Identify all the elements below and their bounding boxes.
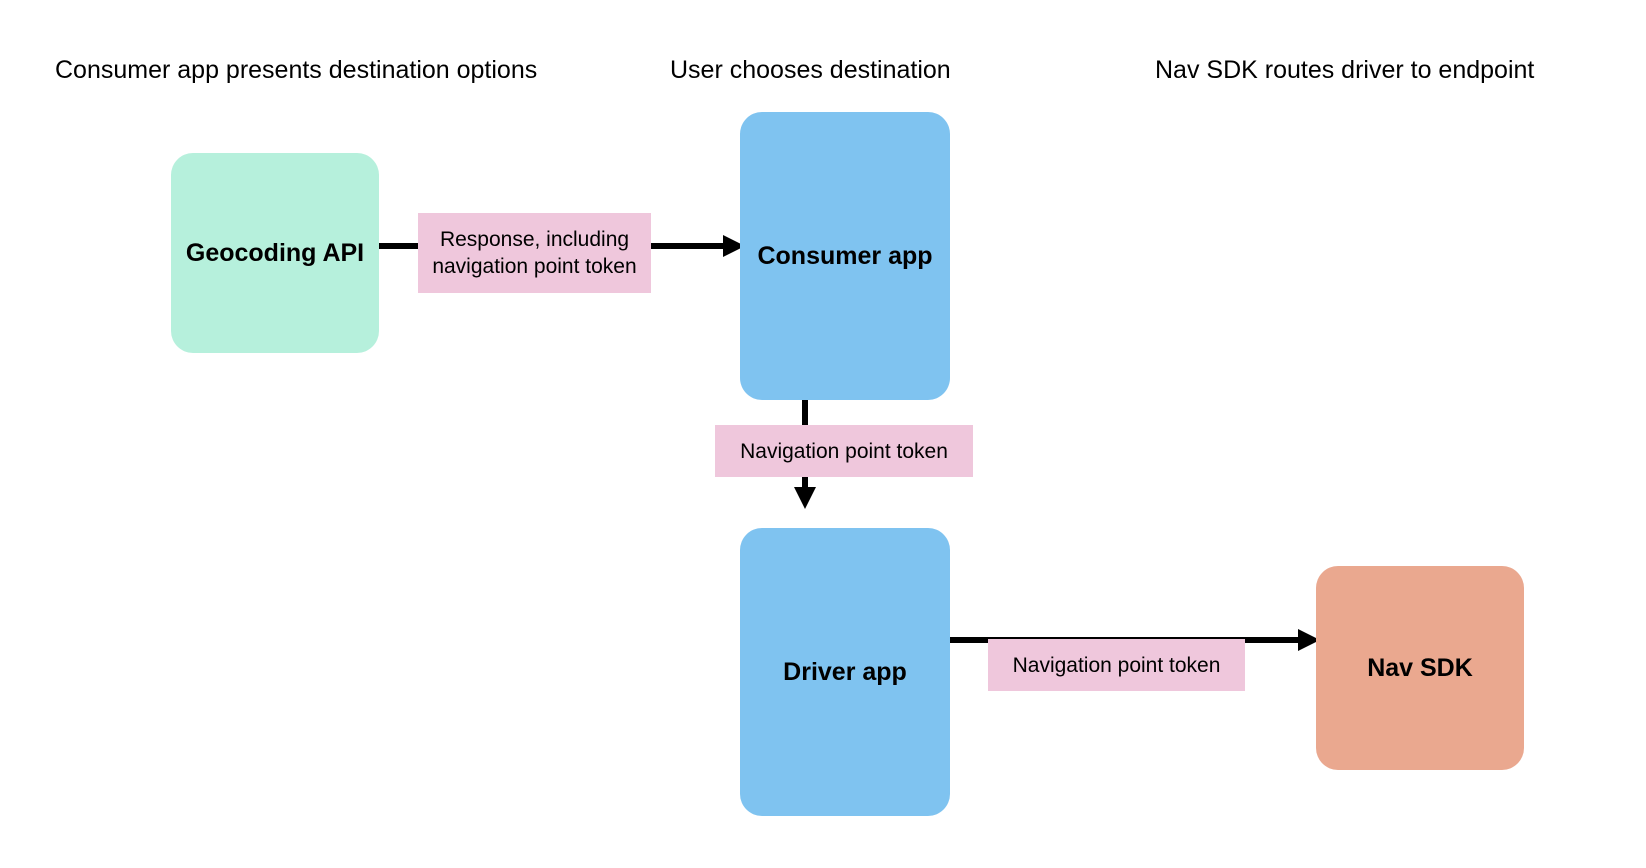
node-geocoding-api[interactable]: Geocoding API bbox=[171, 153, 379, 353]
edge-label-text-geocoding-to-consumer: Response, including navigation point tok… bbox=[432, 228, 637, 278]
edge-label-navigation-point-token-consumer-driver: Navigation point token bbox=[715, 425, 973, 477]
edge-label-navigation-point-token-driver-navsdk: Navigation point token bbox=[988, 639, 1245, 691]
edge-label-text-consumer-to-driver: Navigation point token bbox=[740, 439, 948, 463]
column-heading-consumer-app-presents: Consumer app presents destination option… bbox=[55, 56, 538, 84]
column-heading-user-chooses-destination: User chooses destination bbox=[670, 56, 951, 84]
node-label-geocoding-api: Geocoding API bbox=[185, 238, 365, 267]
node-driver-app[interactable]: Driver app bbox=[740, 528, 950, 816]
edge-label-response-including-navigation-point-token: Response, including navigation point tok… bbox=[418, 213, 651, 293]
column-heading-nav-sdk-routes-driver: Nav SDK routes driver to endpoint bbox=[1155, 56, 1535, 84]
node-label-consumer-app: Consumer app bbox=[757, 241, 933, 270]
node-label-driver-app: Driver app bbox=[783, 657, 907, 686]
node-label-nav-sdk: Nav SDK bbox=[1367, 653, 1473, 682]
node-consumer-app[interactable]: Consumer app bbox=[740, 112, 950, 400]
edge-label-text-driver-to-navsdk: Navigation point token bbox=[1012, 653, 1221, 677]
node-nav-sdk[interactable]: Nav SDK bbox=[1316, 566, 1524, 770]
